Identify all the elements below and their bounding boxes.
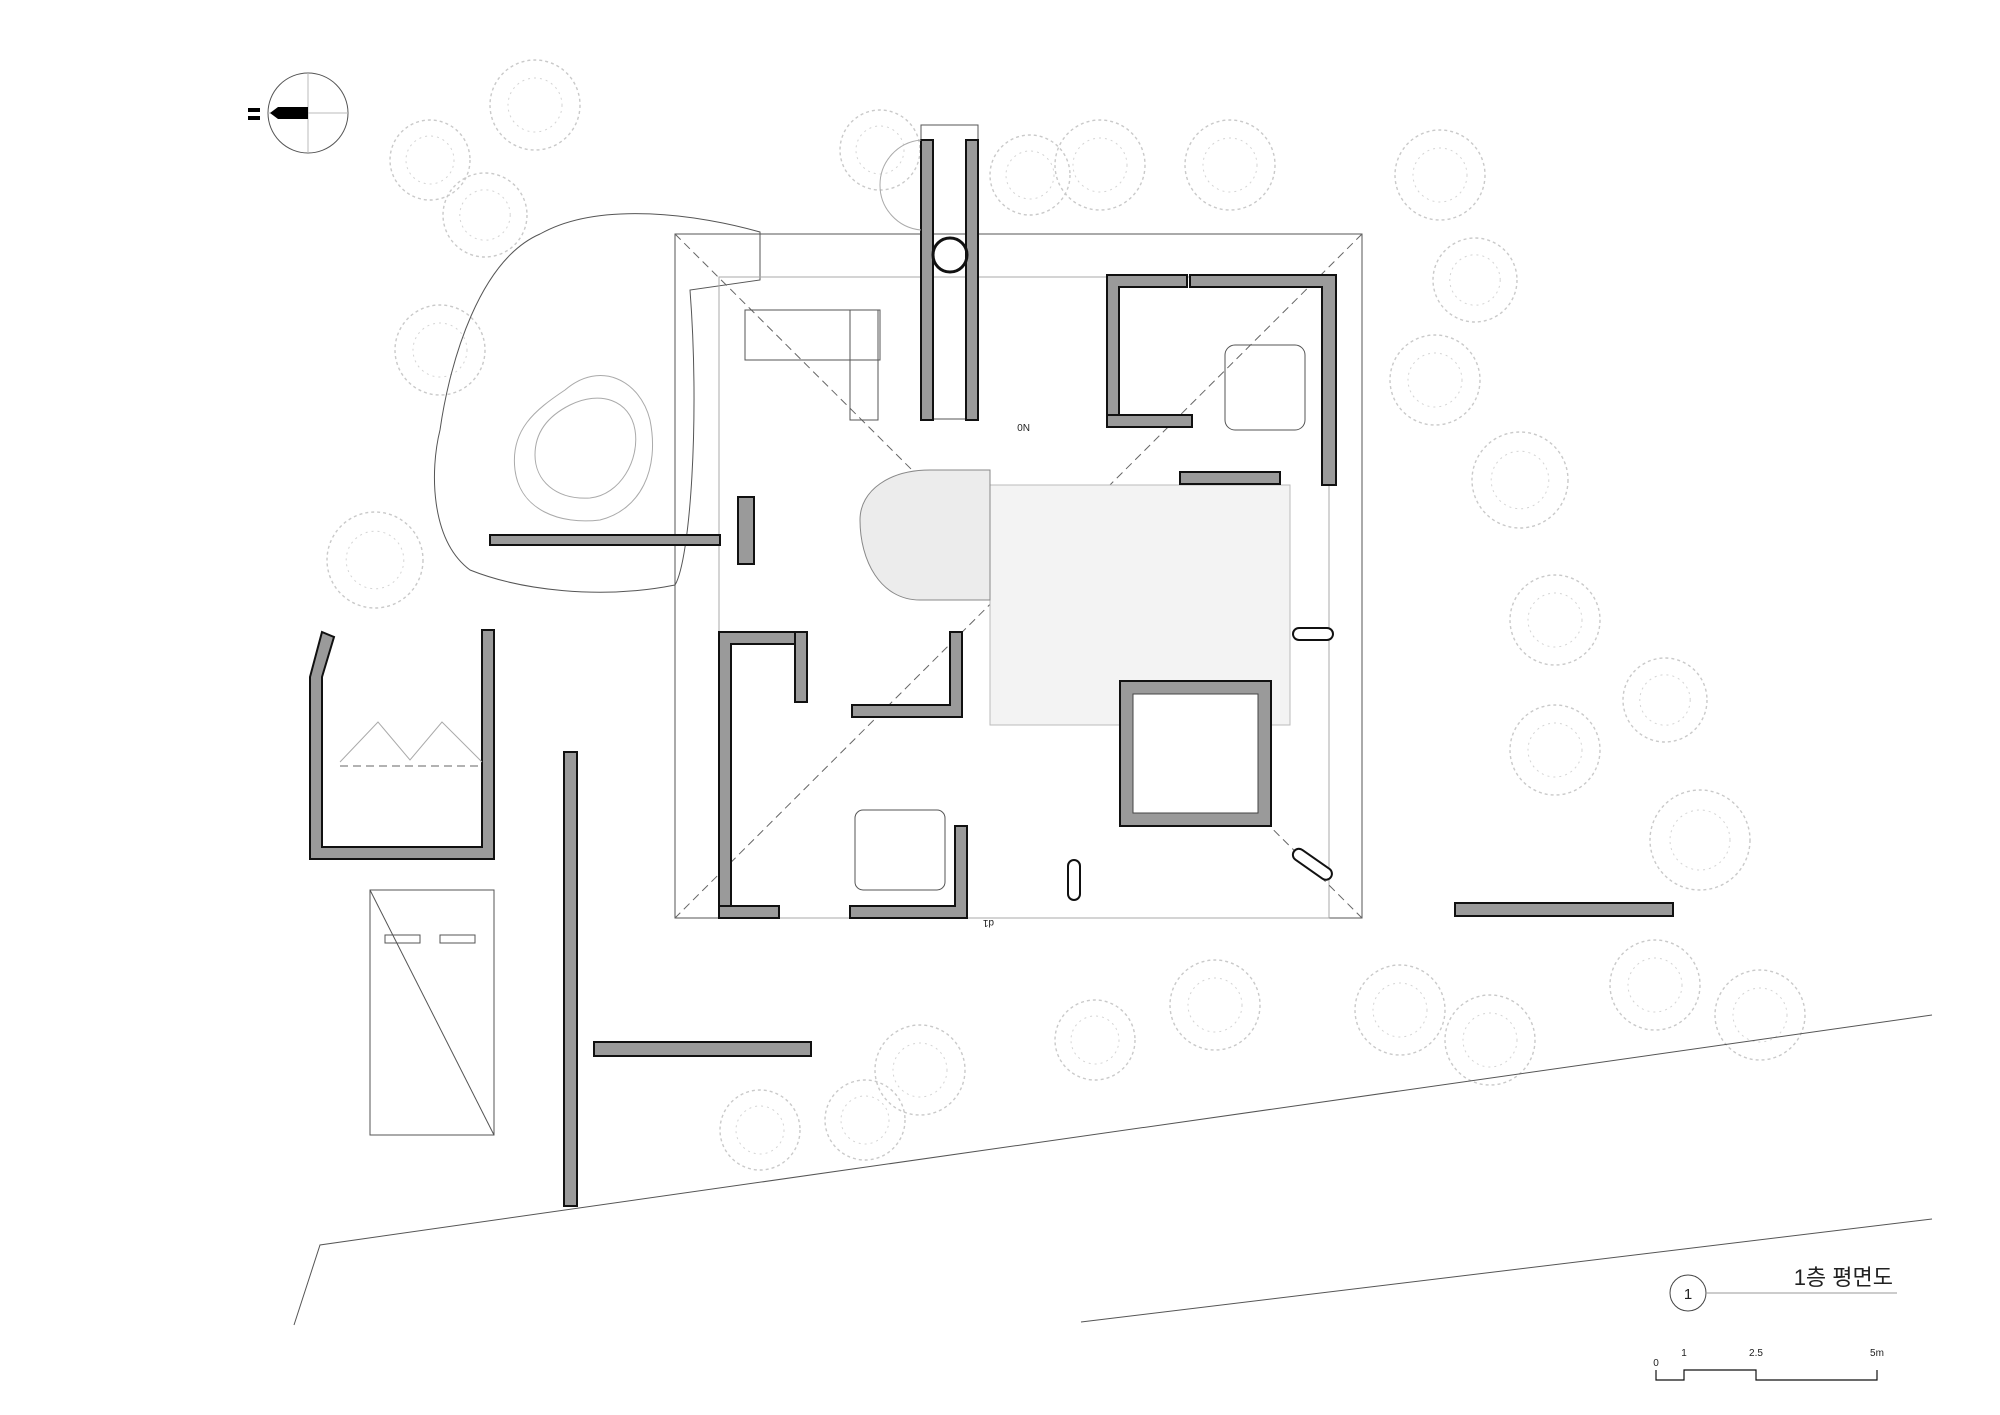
tree-icon (1509, 574, 1601, 666)
tree-icon (989, 134, 1071, 216)
section-marker: N0 (1017, 421, 1030, 432)
tree-icon (1509, 704, 1601, 796)
drawing-title-text: 1층 평면도 (1794, 1265, 1893, 1290)
tree-icon (1527, 592, 1583, 648)
tree-icon (1432, 237, 1518, 323)
site-walls (563, 751, 1674, 1207)
tree-icon (1394, 129, 1486, 221)
tree-icon (1609, 939, 1701, 1031)
tree-icon (389, 119, 471, 201)
tree-icon (1471, 431, 1569, 529)
tree-icon (1184, 119, 1276, 211)
pond (433, 213, 761, 593)
tree-icon (1407, 352, 1463, 408)
tree-icon (326, 511, 424, 609)
tree-icon (405, 135, 455, 185)
tree-icon (507, 77, 563, 133)
tree-icon (345, 530, 405, 590)
tree-icon (1527, 722, 1583, 778)
tree-icon (1389, 334, 1481, 426)
tree-icon (1669, 809, 1731, 871)
house (674, 124, 1363, 919)
tree-icon (489, 59, 581, 151)
tree-icon (1462, 1012, 1518, 1068)
scale-label: 0 (1653, 1358, 1659, 1369)
tree-icon (1639, 674, 1691, 726)
scale-label: 5m (1870, 1348, 1884, 1359)
tree-icon (1070, 1015, 1120, 1065)
drawing-title: 1 1층 평면도 (1669, 1265, 1897, 1312)
tree-icon (1354, 964, 1446, 1056)
section-marker: d1 (982, 917, 994, 928)
tree-icon (1714, 969, 1806, 1061)
tree-icon (1054, 119, 1146, 211)
north-label-icon (248, 108, 260, 120)
tree-icon (1627, 957, 1683, 1013)
tree-icon (1169, 959, 1261, 1051)
tree-icon (1005, 150, 1055, 200)
tree-icon (459, 189, 511, 241)
scale-label: 1 (1681, 1348, 1687, 1359)
tree-icon (1072, 137, 1128, 193)
scale-bar: 0 1 2.5 5m (1653, 1348, 1884, 1381)
tree-icon (855, 125, 905, 175)
drawing-number: 1 (1684, 1286, 1692, 1303)
tree-icon (1490, 450, 1550, 510)
tree-icon (874, 1024, 966, 1116)
north-arrow (248, 72, 349, 154)
tree-icon (735, 1105, 785, 1155)
tree-icon (1732, 987, 1788, 1043)
tree-icon (892, 1042, 948, 1098)
parking-space (369, 889, 495, 1136)
tree-icon (1649, 789, 1751, 891)
tree-icon (1622, 657, 1708, 743)
tree-icon (442, 172, 528, 258)
tree-icon (412, 322, 468, 378)
trees (326, 59, 1806, 1171)
tree-icon (840, 1095, 890, 1145)
tree-icon (1187, 977, 1243, 1033)
tree-icon (1202, 137, 1258, 193)
annex (309, 629, 495, 860)
tree-icon (1449, 254, 1501, 306)
tree-icon (1372, 982, 1428, 1038)
tree-icon (719, 1089, 801, 1171)
tree-icon (1412, 147, 1468, 203)
scale-label: 2.5 (1749, 1348, 1763, 1359)
tree-icon (1054, 999, 1136, 1081)
tree-icon (394, 304, 486, 396)
tree-icon (824, 1079, 906, 1161)
site-boundary (293, 1014, 1933, 1326)
entry-wall (489, 496, 755, 565)
tree-icon (1444, 994, 1536, 1086)
